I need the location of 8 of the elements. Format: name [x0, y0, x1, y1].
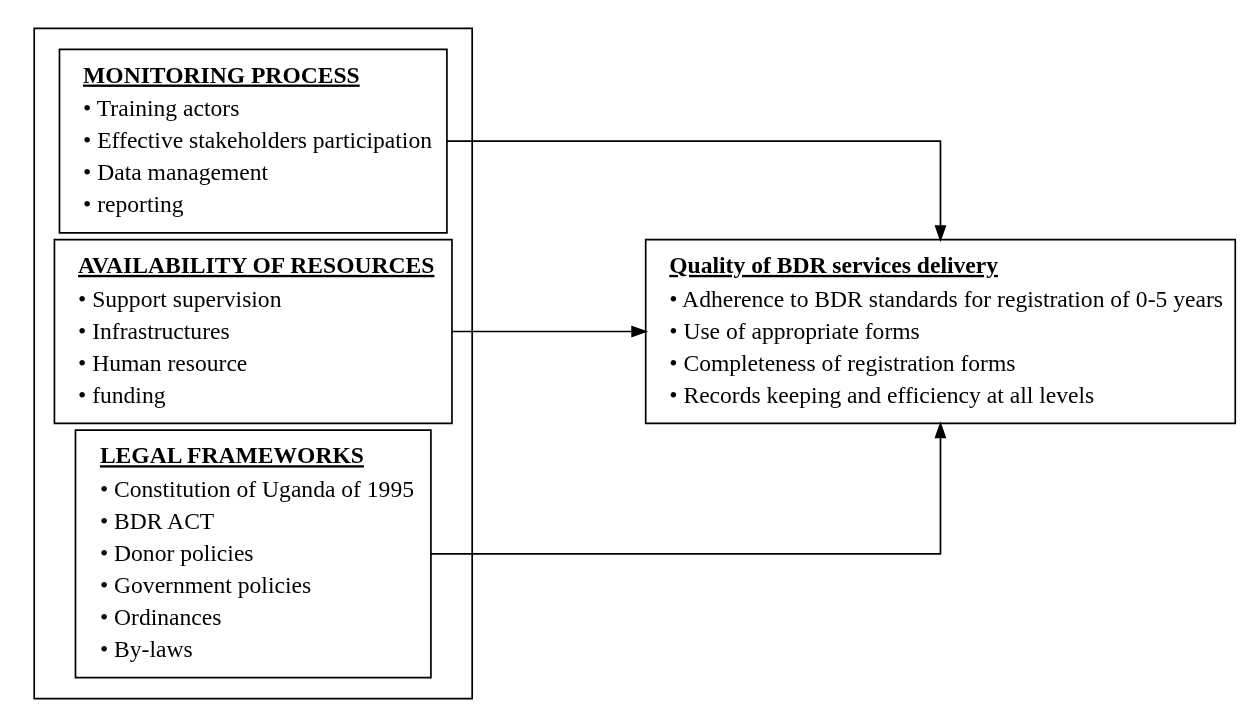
node-box: LEGAL FRAMEWORKS • Constitution of Uganda of 1995 • BDR ACT • Donor policies • Government policies • Ordinances • By-laws — [74, 429, 432, 679]
arrow — [450, 325, 648, 338]
arrow — [445, 140, 946, 243]
node-box: Quality of BDR services delivery • Adherence to BDR standards for registration of 0-5 years • Use of appropriate forms • Completeness of registration forms • Records keeping and efficiency at all levels — [644, 238, 1236, 425]
node-box: MONITORING PROCESS • Training actors • Effective stakeholders participation • Data management • reporting — [58, 48, 448, 234]
node-box: AVAILABILITY OF RESOURCES • Support supervision • Infrastructures • Human resource • funding — [53, 238, 453, 425]
cluster — [32, 27, 473, 700]
arrow — [429, 421, 946, 555]
